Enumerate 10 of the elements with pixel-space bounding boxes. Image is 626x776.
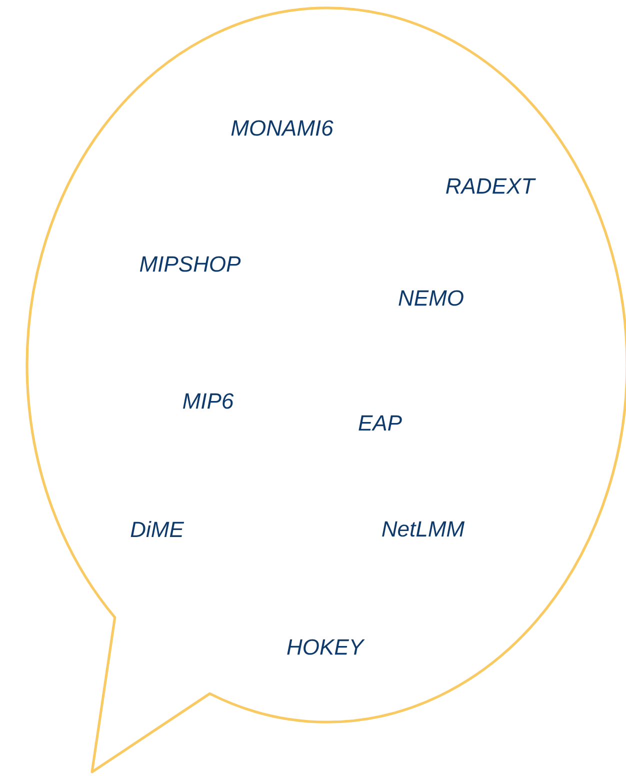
- group-name: NEMO: [398, 290, 464, 306]
- group-name: MONAMI6: [231, 120, 334, 136]
- speech-bubble: [26, 6, 626, 774]
- group-name: MIP6: [183, 393, 234, 409]
- group-name: HOKEY: [287, 639, 365, 655]
- group-name: RADEXT: [446, 178, 536, 194]
- group-name: NetLMM: [382, 521, 465, 537]
- group-name: MIPSHOP: [140, 256, 241, 272]
- group-name: DiME: [130, 521, 184, 537]
- group-name: EAP: [358, 415, 402, 431]
